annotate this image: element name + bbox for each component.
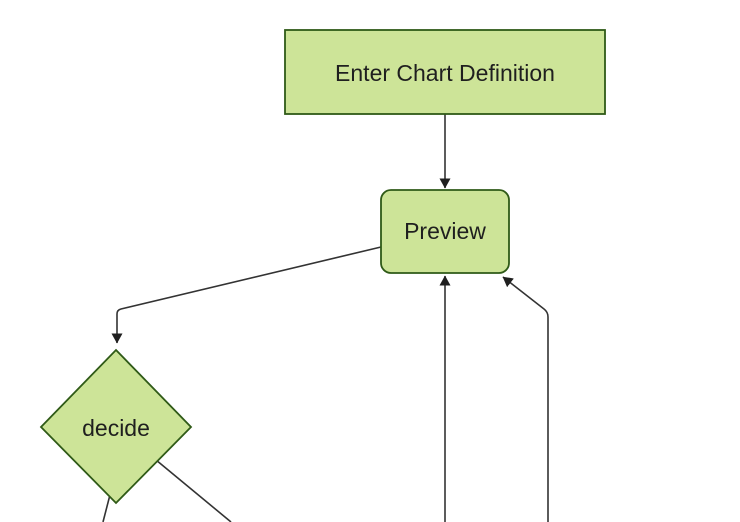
preview-label: Preview xyxy=(404,218,486,244)
decide-diamond xyxy=(39,348,193,505)
enter-chart-definition-label: Enter Chart Definition xyxy=(335,60,555,86)
node-preview: Preview xyxy=(380,189,510,274)
enter-chart-definition-box xyxy=(284,29,606,115)
preview-box xyxy=(380,189,510,274)
edge-bottom-right-to-preview xyxy=(502,276,549,522)
edges-layer xyxy=(102,114,549,522)
edge-decide-to-bottom-right xyxy=(149,454,232,522)
node-enter-chart-definition: Enter Chart Definition xyxy=(284,29,606,115)
node-decide: decide xyxy=(39,348,193,505)
decide-label: decide xyxy=(82,415,150,441)
edge-preview-to-decide xyxy=(111,246,382,344)
